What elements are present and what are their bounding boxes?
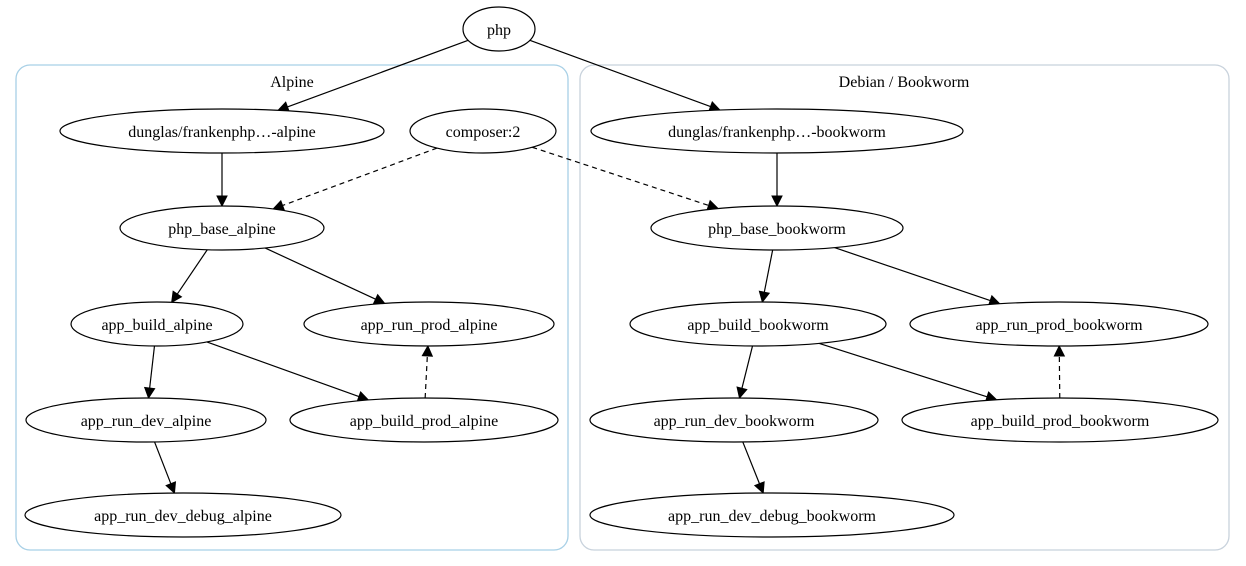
- node-app-build-prod-bookworm-label: app_build_prod_bookworm: [971, 413, 1150, 430]
- edge-php_base_alpine-to-app_build_alpine: [171, 249, 208, 304]
- node-frankenphp-alpine-label: dunglas/frankenphp…-alpine: [128, 124, 316, 141]
- node-app-run-dev-debug-alpine[interactable]: app_run_dev_debug_alpine: [24, 492, 342, 538]
- node-php-base-alpine-label: php_base_alpine: [168, 221, 276, 238]
- edge-app_build_prod_alpine-to-app_run_prod_alpine: [421, 344, 434, 399]
- edge-composer-to-php_base_alpine: [272, 147, 438, 211]
- node-app-build-alpine[interactable]: app_build_alpine: [70, 301, 244, 347]
- edge-php_base_bookworm-to-app_run_prod_bookworm: [834, 247, 1001, 306]
- edge-app_build_alpine-to-app_build_prod_alpine: [206, 341, 370, 402]
- cluster-bookworm: Debian / Bookworm: [579, 64, 1230, 551]
- node-app-run-dev-debug-bookworm[interactable]: app_run_dev_debug_bookworm: [589, 492, 955, 538]
- edge-app_run_dev_alpine-to-app_run_dev_debug_alpine: [153, 441, 177, 495]
- node-app-build-prod-alpine[interactable]: app_build_prod_alpine: [289, 397, 559, 443]
- node-app-run-dev-debug-alpine-label: app_run_dev_debug_alpine: [94, 508, 272, 525]
- edge-php_base_alpine-to-app_run_prod_alpine: [264, 247, 386, 305]
- node-app-run-prod-alpine[interactable]: app_run_prod_alpine: [303, 301, 555, 347]
- node-app-build-bookworm[interactable]: app_build_bookworm: [629, 301, 887, 347]
- edge-app_build_bookworm-to-app_build_prod_bookworm: [818, 342, 998, 403]
- node-app-run-prod-alpine-label: app_run_prod_alpine: [361, 317, 498, 334]
- cluster-alpine: Alpine: [15, 64, 569, 551]
- node-php-base-alpine[interactable]: php_base_alpine: [119, 205, 325, 251]
- node-composer-label: composer:2: [446, 124, 521, 141]
- node-app-build-alpine-label: app_build_alpine: [101, 317, 212, 334]
- node-php[interactable]: php: [462, 6, 536, 52]
- edge-app_build_bookworm-to-app_run_dev_bookworm: [736, 345, 754, 400]
- node-app-run-dev-alpine[interactable]: app_run_dev_alpine: [25, 397, 267, 443]
- node-app-build-bookworm-label: app_build_bookworm: [687, 317, 829, 334]
- node-app-run-dev-bookworm-label: app_run_dev_bookworm: [654, 413, 815, 430]
- node-composer[interactable]: composer:2: [409, 108, 557, 154]
- node-php-base-bookworm[interactable]: php_base_bookworm: [650, 205, 904, 251]
- edge-app_run_dev_bookworm-to-app_run_dev_debug_bookworm: [742, 441, 765, 495]
- edges-layer: [143, 39, 1066, 495]
- edge-fp_bookworm-to-php_base_bookworm: [771, 153, 783, 208]
- node-app-run-prod-bookworm[interactable]: app_run_prod_bookworm: [909, 301, 1209, 347]
- node-app-build-prod-bookworm[interactable]: app_build_prod_bookworm: [901, 397, 1219, 443]
- edge-app_build_alpine-to-app_run_dev_alpine: [143, 345, 156, 400]
- node-app-run-dev-alpine-label: app_run_dev_alpine: [81, 413, 212, 430]
- node-app-run-dev-debug-bookworm-label: app_run_dev_debug_bookworm: [668, 508, 877, 525]
- edge-app_build_prod_bookworm-to-app_run_prod_bookworm: [1053, 344, 1066, 399]
- edge-composer-to-php_base_bookworm: [532, 146, 720, 211]
- node-frankenphp-bookworm-label: dunglas/frankenphp…-bookworm: [668, 124, 886, 141]
- edge-fp_alpine-to-php_base_alpine: [216, 153, 228, 208]
- node-php-label: php: [487, 22, 511, 39]
- node-app-run-dev-bookworm[interactable]: app_run_dev_bookworm: [589, 397, 879, 443]
- node-app-run-prod-bookworm-label: app_run_prod_bookworm: [975, 317, 1143, 334]
- node-frankenphp-alpine[interactable]: dunglas/frankenphp…-alpine: [59, 108, 385, 154]
- edge-php_base_bookworm-to-app_build_bookworm: [758, 249, 774, 304]
- cluster-bookworm-label: Debian / Bookworm: [839, 74, 970, 91]
- cluster-alpine-label: Alpine: [270, 74, 314, 91]
- node-frankenphp-bookworm[interactable]: dunglas/frankenphp…-bookworm: [590, 108, 964, 154]
- node-php-base-bookworm-label: php_base_bookworm: [708, 221, 846, 238]
- node-app-build-prod-alpine-label: app_build_prod_alpine: [350, 413, 498, 430]
- edge-php-to-fp_bookworm: [529, 39, 721, 112]
